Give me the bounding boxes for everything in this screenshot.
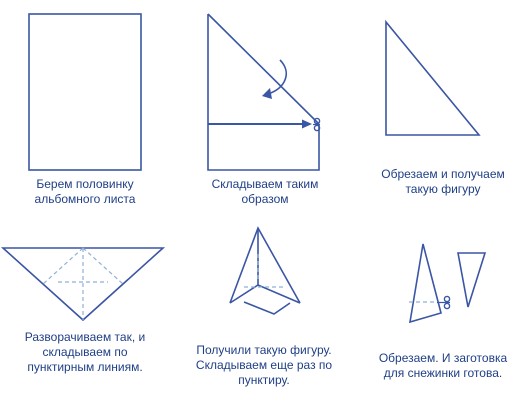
step-5-caption: Получили такую фигуру. Складываем еще ра…	[178, 343, 350, 388]
step-6-caption: Обрезаем. И заготовка для снежинки готов…	[358, 351, 528, 381]
caption-line: Берем половинку	[36, 177, 134, 191]
caption-line: пунктирным линиям.	[27, 360, 143, 374]
step-1-caption: Берем половинку альбомного листа	[0, 177, 170, 207]
caption-line: Обрезаем и получаем	[381, 167, 505, 181]
curved-arrow-icon	[262, 59, 288, 99]
caption-line: образом	[241, 192, 289, 206]
fold-lines-second	[244, 254, 286, 288]
caption-line: для снежинки готова.	[383, 366, 503, 380]
unfolded-triangle	[0, 247, 166, 322]
caption-line: Разворачиваем так, и	[24, 330, 146, 344]
caption-line: альбомного листа	[34, 192, 136, 206]
step-3-caption: Обрезаем и получаем такую фигуру	[358, 167, 528, 197]
cut-pieces	[409, 243, 487, 324]
caption-line: такую фигуру	[405, 182, 481, 196]
scissors-icon	[437, 295, 451, 310]
step-2-caption: Складываем таким образом	[180, 177, 350, 207]
fold-lines	[42, 247, 124, 320]
step-4-caption: Разворачиваем так, и складываем по пункт…	[0, 330, 170, 375]
cut-triangle	[385, 19, 481, 136]
caption-line: Обрезаем. И заготовка	[378, 351, 508, 365]
paper-sheet	[28, 13, 142, 171]
caption-line: Складываем еще раз по	[195, 358, 333, 372]
caption-line: Получили такую фигуру.	[196, 343, 332, 357]
caption-line: складываем по	[42, 345, 128, 359]
folded-figure	[229, 226, 301, 315]
caption-line: пунктиру.	[238, 373, 290, 387]
caption-line: Складываем таким	[211, 177, 319, 191]
scissors-icon	[313, 117, 321, 132]
folded-sheet	[207, 13, 320, 171]
